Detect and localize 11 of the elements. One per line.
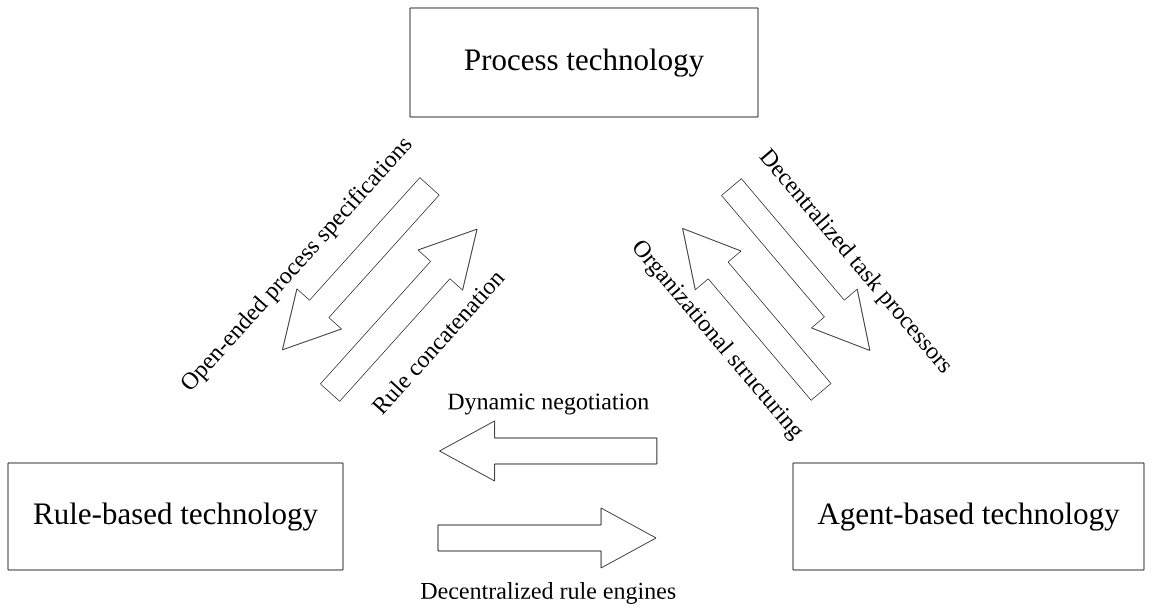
- block-arrow: [282, 177, 440, 351]
- block-arrow: [721, 178, 871, 351]
- edge-label: Dynamic negotiation: [447, 393, 649, 415]
- edge-label: Decentralized rule engines: [420, 582, 676, 604]
- block-arrow: [319, 228, 478, 402]
- block-arrow: [437, 507, 657, 569]
- block-arrow: [439, 420, 658, 482]
- technology-box: Agent-based technology: [792, 462, 1145, 571]
- technology-box: Rule-based technology: [7, 462, 344, 571]
- block-arrow: [682, 228, 832, 401]
- technology-box: Process technology: [409, 7, 759, 118]
